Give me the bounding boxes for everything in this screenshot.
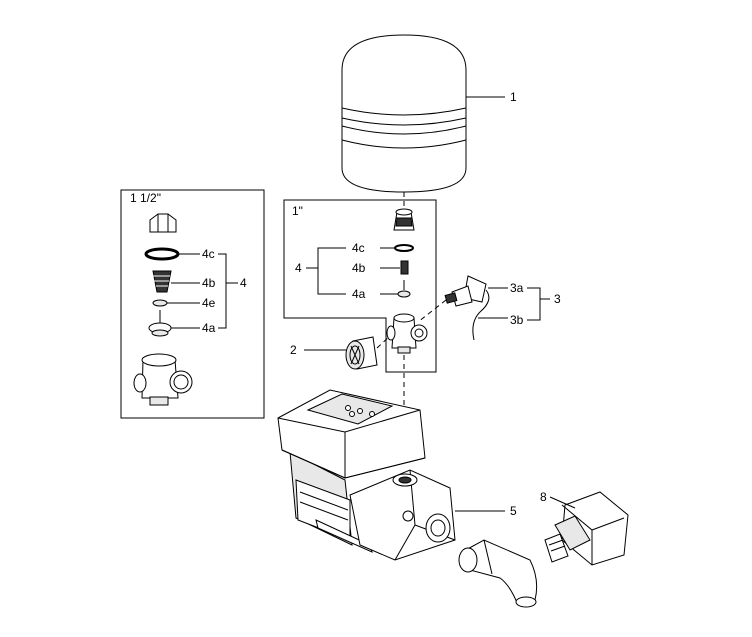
callout-5: 5 <box>510 504 517 518</box>
callout-left-4e: 4e <box>202 296 216 310</box>
assembly-line-sensor <box>417 299 447 323</box>
adapter-fitting <box>544 491 629 566</box>
left-callouts: 4c 4b 4e 4a 4 <box>167 247 247 335</box>
callout-right-4: 4 <box>295 261 302 275</box>
bracket-3 <box>527 287 541 321</box>
callout-left-4b: 4b <box>202 276 216 290</box>
right-callouts: 4c 4b 4a 4 <box>295 241 400 301</box>
right-valve-kit-parts <box>386 208 428 354</box>
callout-right-4c: 4c <box>352 241 365 255</box>
pressure-tank <box>341 34 467 193</box>
callout-8: 8 <box>540 490 547 504</box>
callout-3a: 3a <box>510 281 524 295</box>
callout-right-4b: 4b <box>352 261 366 275</box>
inset-title-1-1-2: 1 1/2" <box>130 191 161 205</box>
elbow-fitting <box>458 539 538 608</box>
inset-box-1 <box>283 199 437 373</box>
pump-unit <box>277 389 456 561</box>
callout-1: 1 <box>510 90 517 104</box>
callout-3: 3 <box>554 292 561 306</box>
callout-left-4: 4 <box>240 276 247 290</box>
inset-box-1-1-2 <box>120 189 265 419</box>
filter-element <box>345 336 378 370</box>
inset-title-1: 1" <box>292 204 303 218</box>
callout-3b: 3b <box>510 313 524 327</box>
callout-left-4c: 4c <box>202 247 215 261</box>
leader-line-8 <box>549 496 576 509</box>
callout-left-4a: 4a <box>202 321 216 335</box>
assembly-line-filter <box>376 335 391 349</box>
callout-right-4a: 4a <box>352 287 366 301</box>
left-valve-kit-parts <box>133 213 193 406</box>
pressure-sensor <box>444 275 490 341</box>
callout-2: 2 <box>290 343 297 357</box>
